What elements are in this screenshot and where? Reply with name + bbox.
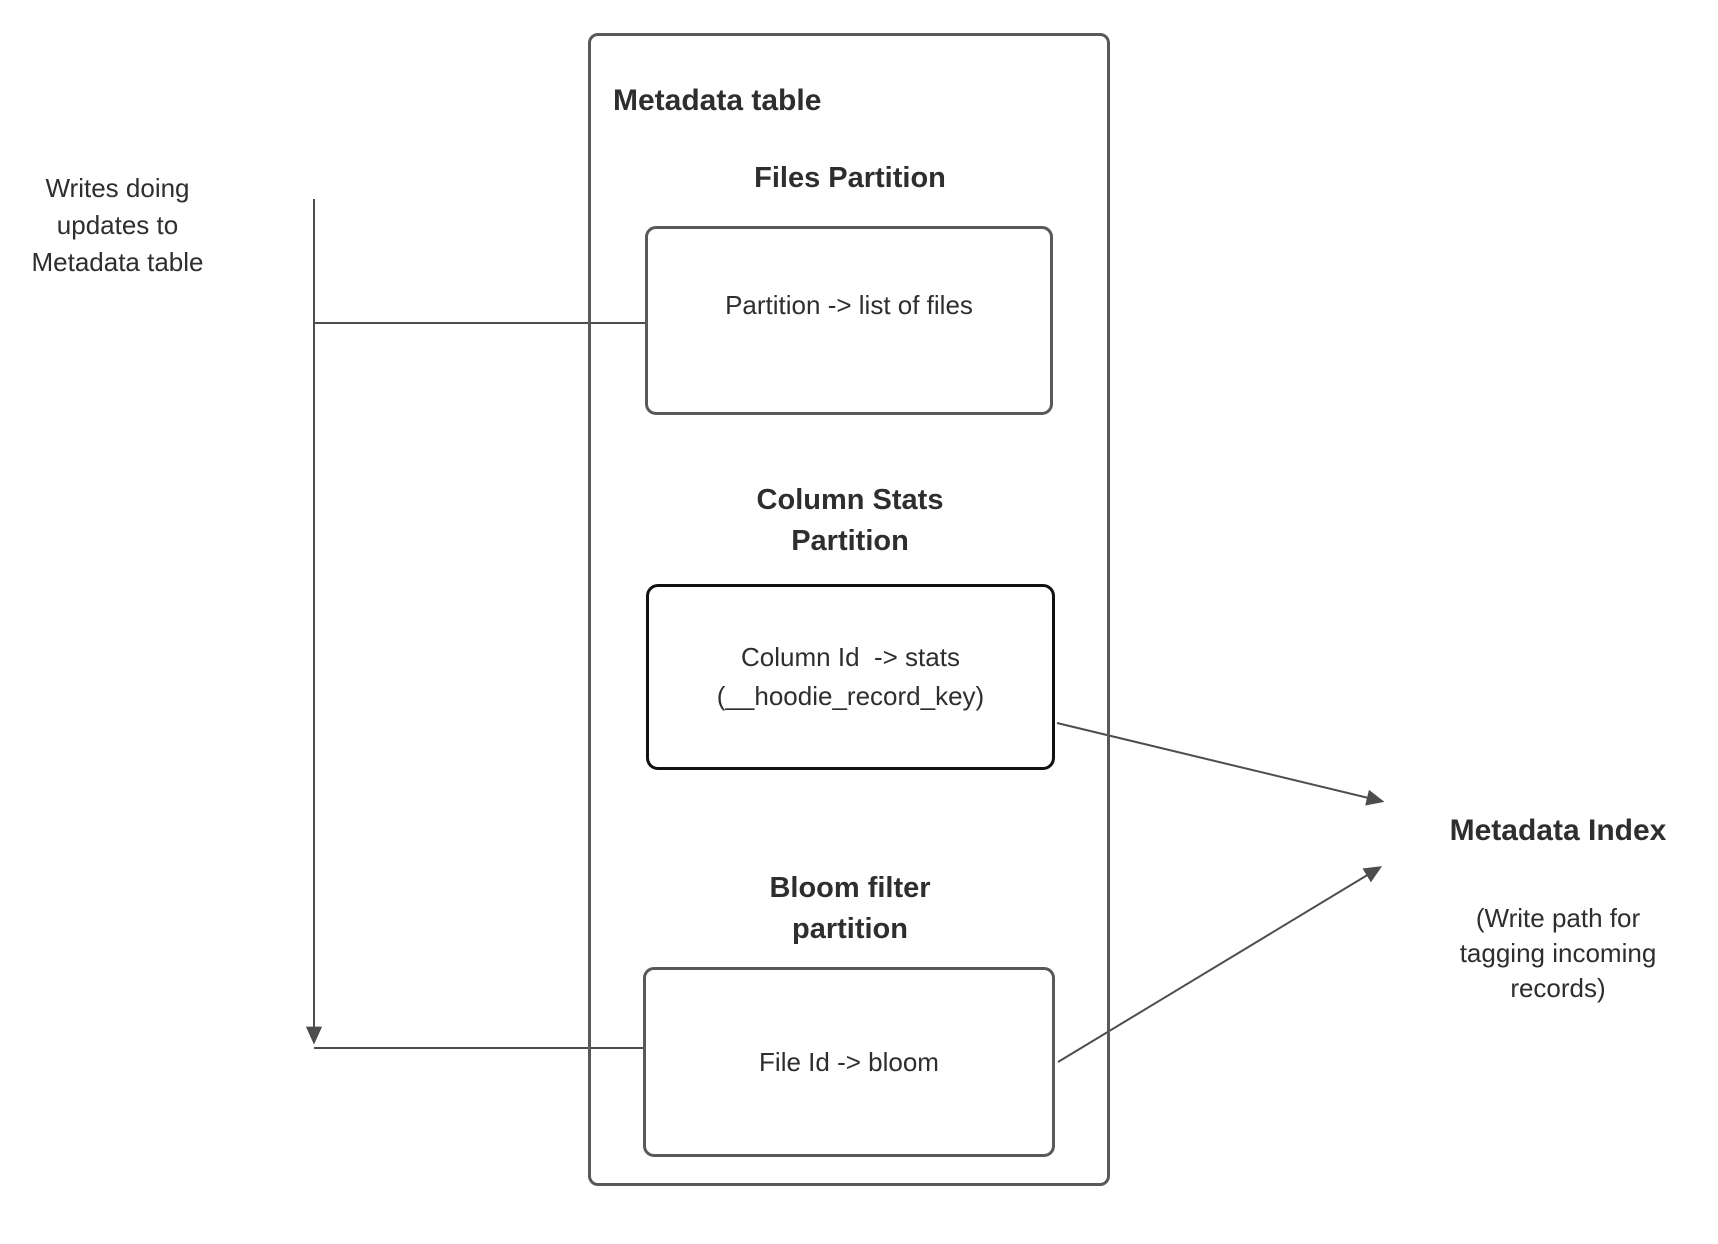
files-partition-text: Partition -> list of files (725, 290, 973, 320)
bloom-to-index-arrow (1057, 866, 1383, 1063)
bloom-filter-box: File Id -> bloom (643, 967, 1055, 1157)
metadata-table-container (588, 33, 1110, 1186)
writes-note: Writes doing updates to Metadata table (31, 173, 204, 277)
bloom-filter-text: File Id -> bloom (759, 1046, 939, 1077)
column-stats-heading: Column Stats Partition (756, 484, 944, 557)
metadata-index-title: Metadata Index (1449, 814, 1667, 847)
column-stats-text: Column Id -> stats (__hoodie_record_key) (716, 642, 985, 711)
bloom-filter-heading: Bloom filter partition (769, 872, 931, 945)
files-partition-box: Partition -> list of files (645, 226, 1053, 415)
column-stats-box: Column Id -> stats (__hoodie_record_key) (646, 584, 1055, 770)
stats-to-index-arrow (1056, 722, 1385, 806)
files-partition-heading: Files Partition (754, 162, 946, 194)
metadata-index-note: (Write path for tagging incoming records… (1459, 903, 1657, 1003)
metadata-table-title: Metadata table (613, 84, 822, 117)
